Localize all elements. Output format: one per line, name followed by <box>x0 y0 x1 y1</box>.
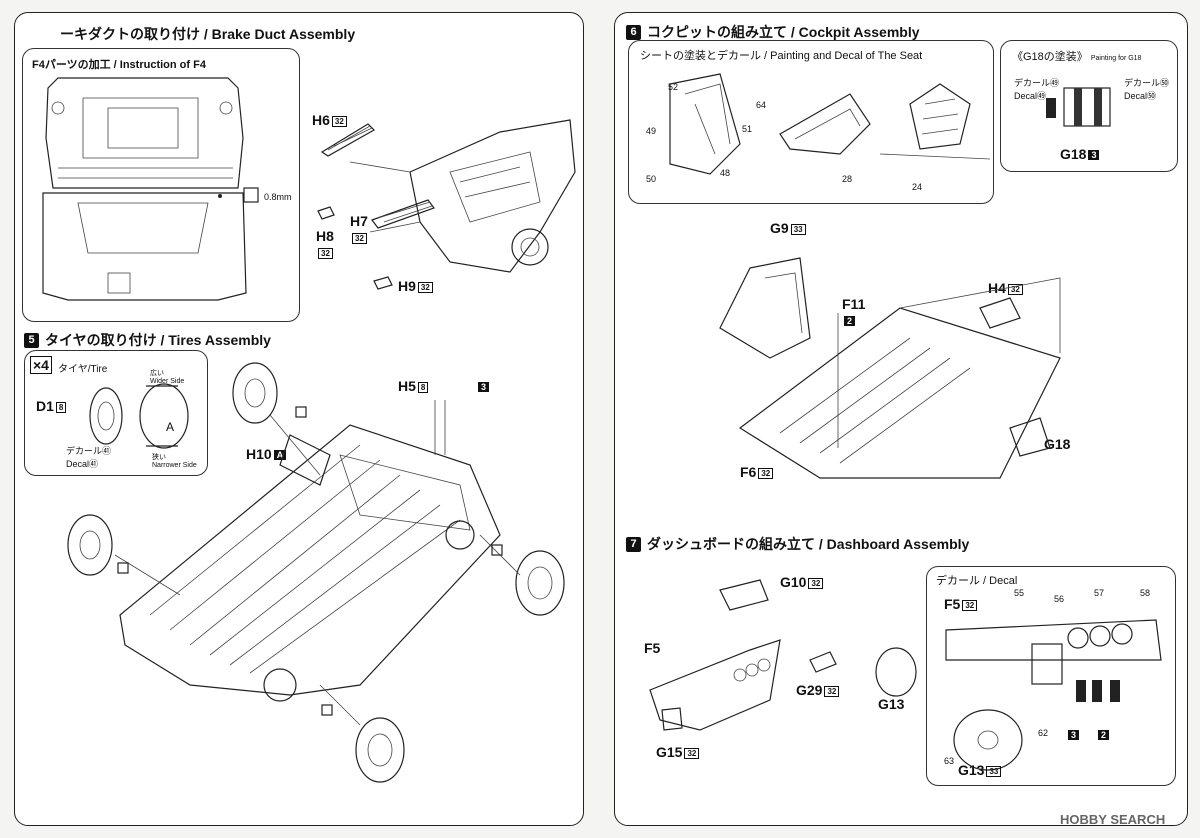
main-chassis-drawing <box>67 362 565 783</box>
dash-decal-title: デカール / Decal <box>936 575 1018 587</box>
dash-tag-2: 2 <box>1096 726 1110 742</box>
duct-h6 <box>320 123 375 157</box>
bracket-h8 <box>317 206 335 220</box>
seat-drawings <box>669 73 991 175</box>
tire-narrow-note: 狭い Narrower Side <box>152 454 197 469</box>
seat-num-49: 49 <box>646 126 657 136</box>
seat-num-51: 51 <box>742 124 753 134</box>
seat-num-52: 52 <box>668 82 679 92</box>
dash-num-57: 57 <box>1094 588 1105 598</box>
g18-paint-title: 《G18の塗装》 Painting for G18 <box>1012 51 1142 63</box>
part-f5: F5 <box>644 640 661 656</box>
tire-wide-note: 広い Wider Side <box>150 370 185 385</box>
dash-num-62: 62 <box>1038 728 1049 738</box>
g18-paint-box <box>1000 40 1178 172</box>
dash-tag-3: 3 <box>1066 726 1080 742</box>
dashboard-drawing <box>649 579 917 731</box>
g18-decal-right: デカール㊿ Decal㊿ <box>1124 78 1170 101</box>
tire-box <box>24 350 208 476</box>
dash-num-63: 63 <box>944 756 955 766</box>
seat-num-48: 48 <box>720 168 731 178</box>
seat-num-24: 24 <box>912 182 923 192</box>
seat-num-28: 28 <box>842 174 853 184</box>
seat-decal-title: シートの塗装とデカール / Painting and Decal of The … <box>640 50 923 62</box>
seat-decal-box <box>628 40 994 204</box>
f4-part-drawing <box>42 77 247 301</box>
front-chassis-drawing <box>349 119 576 273</box>
duct-h7 <box>371 199 435 229</box>
tire-label: タイヤ/Tire <box>58 364 108 375</box>
footer-watermark: HOBBY SEARCH <box>1060 812 1166 827</box>
tire-qty: ×4 <box>30 356 52 374</box>
tire-drawing <box>89 383 189 449</box>
part-g13: G13 <box>878 696 905 712</box>
seat-num-50: 50 <box>646 174 657 184</box>
cockpit-drawing <box>719 257 1061 479</box>
f4-instruction-box <box>22 48 300 322</box>
bracket-h9 <box>373 276 393 290</box>
g18-decal-left: デカール㊾ Decal㊾ <box>1014 78 1060 101</box>
dash-num-55: 55 <box>1014 588 1025 598</box>
drill-note: 0.8mm <box>264 192 292 202</box>
tire-mark: A <box>166 420 175 434</box>
f4-instruction-title: F4パーツの加工 / Instruction of F4 <box>32 59 206 71</box>
dash-num-56: 56 <box>1054 594 1065 604</box>
tire-decal: デカール㊶ Decal㊶ <box>66 446 112 469</box>
seat-num-64: 64 <box>756 100 767 110</box>
drill-icon <box>218 187 259 203</box>
g18-drawing <box>1046 87 1111 127</box>
dash-decal-drawing <box>945 619 1162 771</box>
dash-num-58: 58 <box>1140 588 1151 598</box>
part-3: 3 <box>476 378 490 394</box>
section4-title: ーキダクトの取り付け / Brake Duct Assembly <box>60 26 356 42</box>
dash-decal-box <box>926 566 1176 786</box>
